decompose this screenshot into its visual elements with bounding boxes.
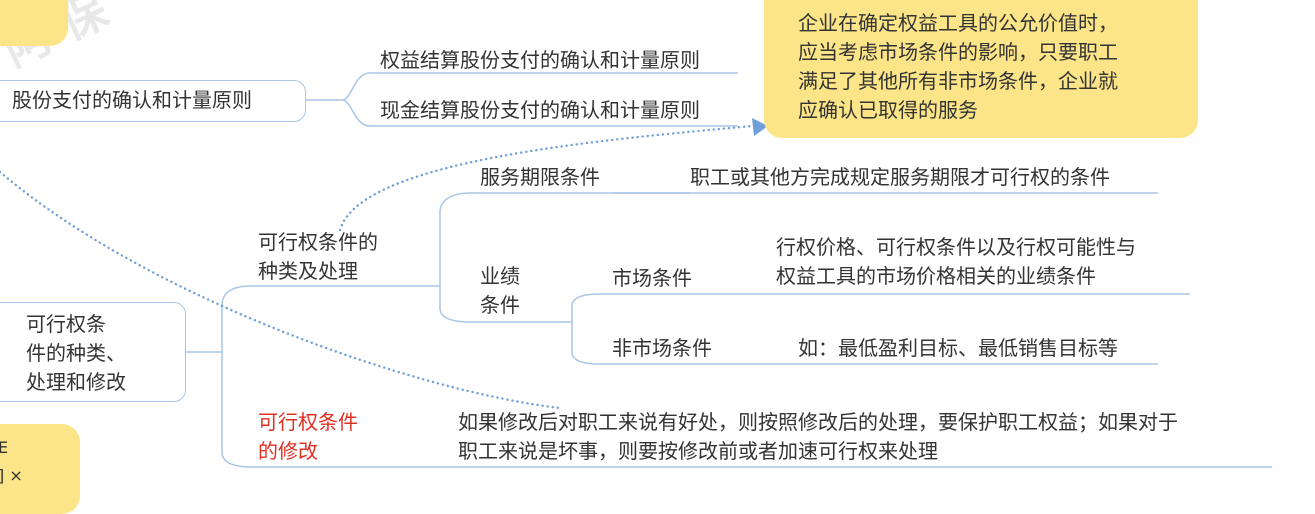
node-vesting-root bbox=[0, 302, 186, 402]
link-perf-nonmarket bbox=[571, 322, 1158, 365]
dotted-link-note bbox=[338, 124, 754, 232]
link-vesting-types bbox=[221, 285, 440, 352]
node-cash-settled: 现金结算股份支付的确认和计量原则 bbox=[380, 98, 700, 122]
link-vesting-mod bbox=[221, 352, 1272, 468]
dotted-link-left bbox=[0, 170, 562, 410]
node-modification-desc-line-1: 如果修改后对职工来说有好处，则按照修改后的处理，要保护职工权益；如果对于 bbox=[458, 410, 1178, 434]
node-service-condition: 服务期限条件 bbox=[480, 165, 600, 189]
node-market-condition: 市场条件 bbox=[612, 266, 692, 290]
node-service-condition-desc: 职工或其他方完成规定服务期限才可行权的条件 bbox=[690, 165, 1110, 189]
node-share-payment-root bbox=[0, 80, 306, 122]
note-market-condition bbox=[764, 0, 1198, 138]
node-modification-desc-line-2: 职工来说是坏事，则要按修改前或者加速可行权来处理 bbox=[458, 439, 938, 463]
node-vesting-root-line-1: 可行权条 bbox=[26, 312, 106, 336]
node-non-market-condition: 非市场条件 bbox=[612, 336, 712, 360]
node-types-handling-line-1: 可行权条件的 bbox=[258, 230, 378, 254]
note-market-line-4: 应确认已取得的服务 bbox=[798, 98, 978, 122]
note-market-line-2: 应当考虑市场条件的影响，只要职工 bbox=[798, 40, 1118, 64]
arrowhead bbox=[752, 118, 768, 136]
node-performance-line-2: 条件 bbox=[480, 293, 520, 317]
node-market-desc-line-2: 权益工具的市场价格相关的业绩条件 bbox=[776, 264, 1096, 288]
node-performance-line-1: 业绩 bbox=[480, 264, 520, 288]
node-market-desc-line-1: 行权价格、可行权条件以及行权可能性与 bbox=[776, 235, 1136, 259]
node-modification-line-1: 可行权条件 bbox=[258, 410, 358, 434]
connector-lines bbox=[0, 72, 1272, 468]
node-modification-line-2: 的修改 bbox=[258, 439, 318, 463]
node-share-payment-root-label: 股份支付的确认和计量原则 bbox=[12, 88, 252, 112]
note-market-line-1: 企业在确定权益工具的公允价值时， bbox=[798, 11, 1118, 35]
node-vesting-root-line-2: 件的种类、 bbox=[26, 341, 126, 365]
note-market-line-3: 满足了其他所有非市场条件，企业就 bbox=[798, 69, 1118, 93]
link-types-performance bbox=[439, 286, 572, 323]
note-fragment-top-left bbox=[0, 0, 68, 46]
link-types-service bbox=[439, 192, 1158, 286]
node-equity-settled: 权益结算股份支付的确认和计量原则 bbox=[380, 48, 700, 72]
node-vesting-root-line-3: 处理和修改 bbox=[26, 370, 126, 394]
node-types-handling-line-2: 种类及处理 bbox=[258, 259, 358, 283]
link-root-cash bbox=[341, 99, 738, 127]
note-fragment-bottom-left-line-1: E bbox=[0, 438, 9, 457]
link-perf-market bbox=[571, 293, 1190, 322]
note-fragment-bottom-left-line-2: ] × bbox=[0, 466, 23, 485]
node-non-market-desc: 如：最低盈利目标、最低销售目标等 bbox=[798, 336, 1118, 360]
